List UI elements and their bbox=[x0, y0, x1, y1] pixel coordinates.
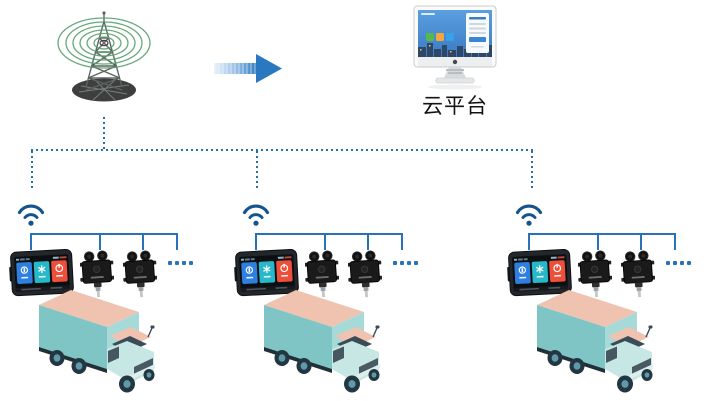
device-bus-tap bbox=[401, 233, 403, 250]
temperature-sensor-icon bbox=[80, 250, 114, 298]
display-terminal-icon bbox=[507, 249, 572, 297]
display-terminal-icon bbox=[9, 249, 74, 297]
box-truck-icon bbox=[537, 290, 653, 393]
device-bus-line bbox=[30, 233, 178, 235]
wifi-icon bbox=[515, 204, 543, 226]
device-bus-tap bbox=[255, 233, 257, 250]
device-bus-tap bbox=[597, 233, 599, 250]
device-bus-tap bbox=[674, 233, 676, 250]
device-bus-line bbox=[528, 233, 676, 235]
link-drop-vehicle-3 bbox=[531, 151, 533, 190]
temperature-sensor-icon bbox=[621, 250, 655, 298]
device-bus-line bbox=[255, 233, 403, 235]
device-bus-tap bbox=[324, 233, 326, 250]
temperature-sensor-icon bbox=[348, 250, 382, 298]
link-backbone bbox=[31, 149, 533, 151]
app-tile-orange bbox=[436, 33, 444, 41]
ellipsis-dots-icon bbox=[666, 261, 691, 265]
temperature-sensor-icon bbox=[578, 250, 612, 298]
ellipsis-dots-icon bbox=[168, 261, 193, 265]
app-tile-green bbox=[426, 33, 434, 41]
truck-box-top bbox=[39, 290, 139, 327]
vehicle-group-1 bbox=[0, 200, 214, 401]
desktop-monitor-icon bbox=[413, 5, 497, 90]
device-bus-tap bbox=[640, 233, 642, 250]
truck-box-side bbox=[264, 305, 332, 369]
cloud-platform-label: 云平台 bbox=[422, 95, 488, 118]
device-bus-tap bbox=[142, 233, 144, 250]
arrow-right-icon bbox=[214, 54, 282, 83]
box-truck-icon bbox=[39, 290, 155, 393]
device-bus-tap bbox=[30, 233, 32, 250]
device-bus-tap bbox=[99, 233, 101, 250]
apple-logo bbox=[452, 59, 458, 65]
temperature-sensor-icon bbox=[305, 250, 339, 298]
ellipsis-dots-icon bbox=[393, 261, 418, 265]
device-bus-tap bbox=[367, 233, 369, 250]
link-drop-vehicle-2 bbox=[256, 151, 258, 190]
login-panel bbox=[466, 13, 489, 53]
tower-lattice bbox=[85, 13, 123, 91]
truck-box-side bbox=[39, 305, 107, 369]
truck-box-top bbox=[264, 290, 364, 327]
signal-waves-icon bbox=[57, 17, 151, 69]
box-truck-icon bbox=[264, 290, 380, 393]
wifi-icon bbox=[242, 204, 270, 226]
vehicle-group-2 bbox=[225, 200, 439, 401]
link-drop-vehicle-1 bbox=[31, 151, 33, 190]
device-bus-tap bbox=[528, 233, 530, 250]
display-terminal-icon bbox=[234, 249, 299, 297]
device-bus-tap bbox=[176, 233, 178, 250]
link-tower-drop bbox=[103, 117, 105, 150]
app-tile-blue bbox=[446, 33, 454, 41]
truck-box-side bbox=[537, 305, 605, 369]
radio-tower-icon bbox=[57, 11, 151, 102]
vehicle-group-3 bbox=[498, 200, 712, 401]
temperature-sensor-icon bbox=[123, 250, 157, 298]
truck-box-top bbox=[537, 290, 637, 327]
wifi-icon bbox=[17, 204, 45, 226]
